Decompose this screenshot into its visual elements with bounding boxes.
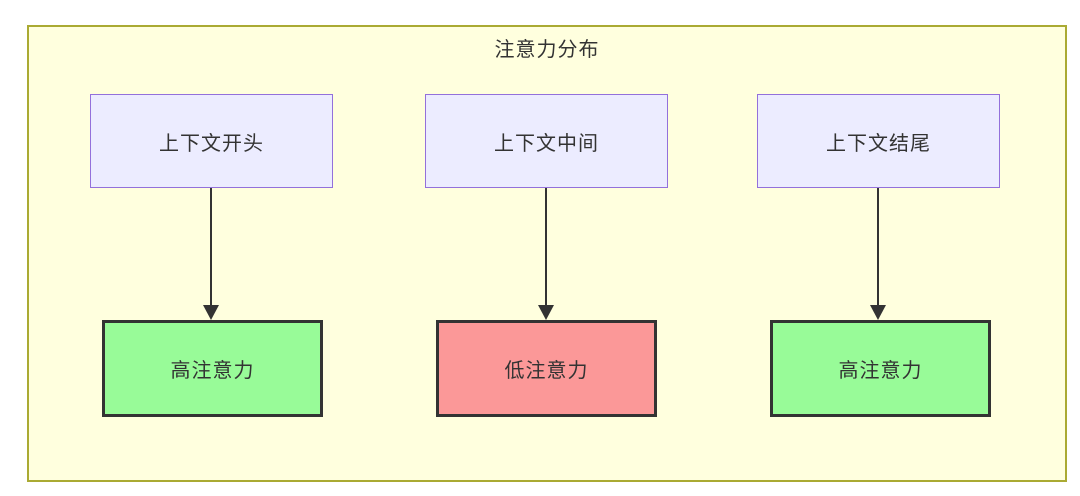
high-attention-node: 高注意力: [102, 320, 323, 417]
low-attention-label: 低注意力: [504, 360, 589, 382]
arrow-down-icon: [202, 188, 220, 320]
arrow-down-icon: [869, 188, 887, 320]
low-attention-node: 低注意力: [436, 320, 657, 417]
context-middle-node: 上下文中间: [425, 94, 668, 188]
arrow-shaft: [545, 188, 547, 306]
high-attention-label: 高注意力: [170, 360, 255, 382]
context-end-node: 上下文结尾: [757, 94, 1000, 188]
arrow-shaft: [877, 188, 879, 306]
arrowhead-icon: [203, 305, 219, 320]
context-start-label: 上下文开头: [159, 132, 264, 155]
diagram-title: 注意力分布: [494, 39, 600, 61]
arrow-down-icon: [537, 188, 555, 320]
arrow-shaft: [210, 188, 212, 306]
context-start-node: 上下文开头: [90, 94, 333, 188]
high-attention-node: 高注意力: [770, 320, 991, 417]
context-middle-label: 上下文中间: [494, 132, 599, 155]
arrowhead-icon: [538, 305, 554, 320]
arrowhead-icon: [870, 305, 886, 320]
high-attention-label: 高注意力: [838, 360, 923, 382]
context-end-label: 上下文结尾: [826, 132, 931, 155]
